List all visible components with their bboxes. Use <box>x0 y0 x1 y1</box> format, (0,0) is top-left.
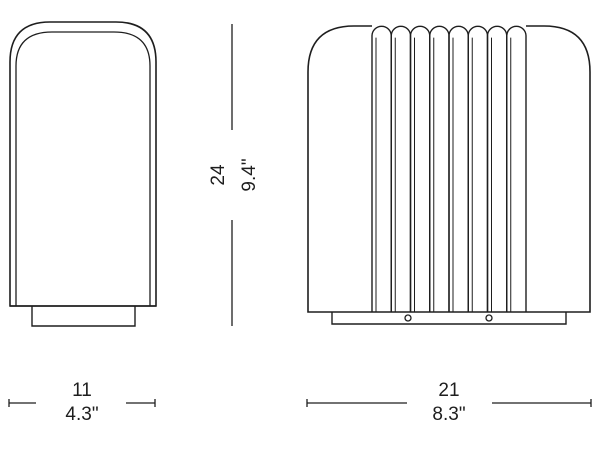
front-view-right-shell <box>526 25 591 313</box>
front-view-left-shell <box>307 25 372 313</box>
front-view-rib <box>506 25 527 312</box>
front-view-rib <box>467 25 489 312</box>
front-width-dimension: 21 8.3" <box>306 380 592 425</box>
side-view-base <box>31 306 136 327</box>
front-view-base <box>331 312 567 325</box>
base-screw-right <box>485 314 493 322</box>
front-view-rib <box>448 25 469 312</box>
side-width-dimension: 11 4.3" <box>8 380 156 425</box>
side-width-cm: 11 <box>72 380 92 401</box>
front-view <box>307 25 591 325</box>
base-screw-left <box>404 314 412 322</box>
front-view-rib <box>429 25 450 312</box>
front-view-rib <box>486 25 508 312</box>
front-view-rib <box>371 25 392 312</box>
side-view-inner-outline <box>15 31 151 306</box>
side-view <box>9 21 157 327</box>
height-dimension-cm: 24 <box>208 164 229 186</box>
height-dimension-inches: 9.4" <box>239 158 260 191</box>
front-width-inches: 8.3" <box>432 404 465 425</box>
front-width-cm: 21 <box>438 380 459 401</box>
height-dimension: 24 9.4" <box>208 24 260 326</box>
front-view-ribs <box>371 25 527 312</box>
front-view-rib <box>409 25 431 312</box>
side-view-outer-body <box>9 21 157 307</box>
side-width-inches: 4.3" <box>65 404 98 425</box>
front-view-rib <box>390 25 412 312</box>
